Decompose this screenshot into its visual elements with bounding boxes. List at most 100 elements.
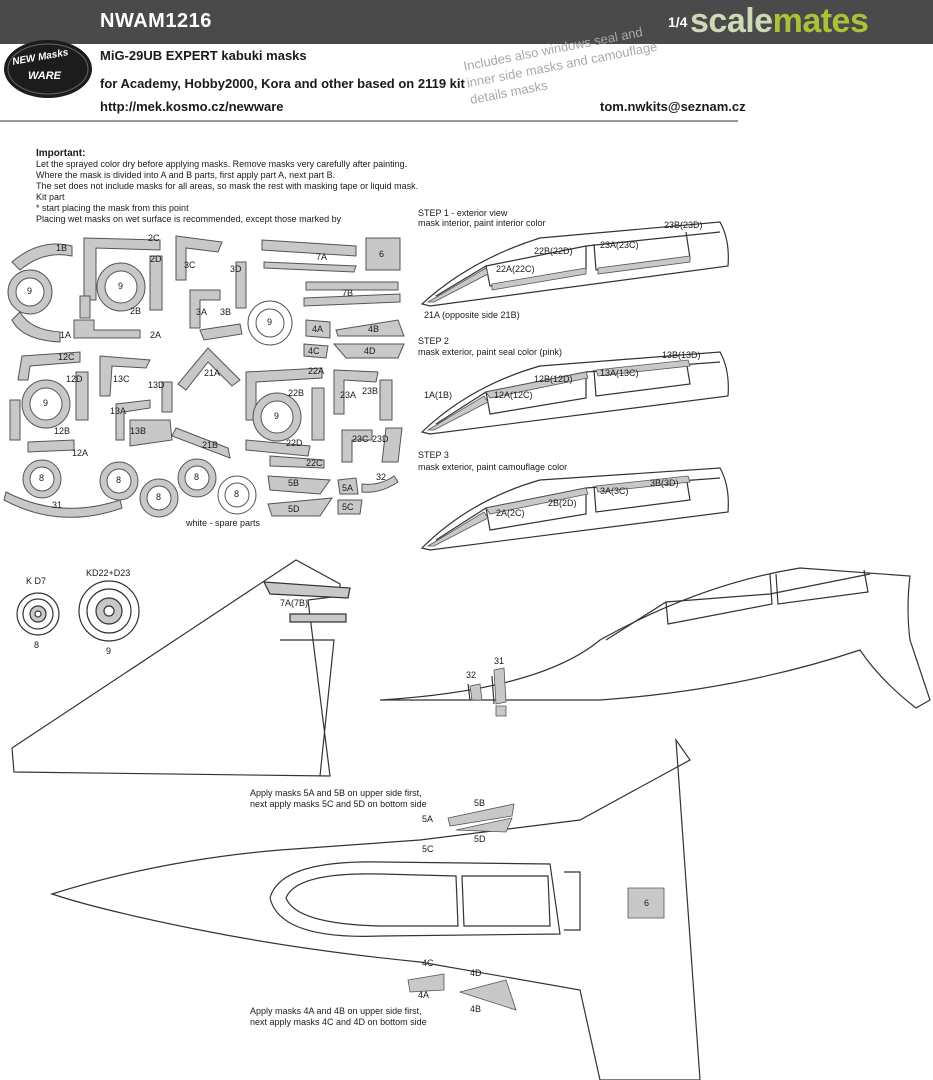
- planform-note-top-2: next apply masks 5C and 5D on bottom sid…: [250, 799, 427, 809]
- mask-21A: [177, 347, 241, 391]
- step3-2B: 2B(2D): [548, 498, 577, 508]
- label-4B: 4B: [368, 324, 380, 334]
- mask-22C: [269, 455, 325, 469]
- step1-footnote: 21A (opposite side 21B): [424, 310, 520, 320]
- label-2C: 2C: [148, 233, 160, 243]
- instructions-heading: Important:: [36, 148, 86, 159]
- label-5B: 5B: [288, 478, 300, 488]
- label-5C: 5C: [342, 502, 354, 512]
- mask-21B: [171, 427, 231, 459]
- step1-title: STEP 1 - exterior view: [418, 208, 508, 218]
- label-7B: 7B: [342, 288, 354, 298]
- mask-1B: [11, 243, 73, 271]
- step1-sub: mask interior, paint interior color: [418, 218, 546, 228]
- mask-23C: [341, 429, 373, 463]
- planform-5C: 5C: [422, 844, 434, 854]
- step2-title: STEP 2: [418, 336, 449, 346]
- label-13D: 13D: [148, 380, 165, 390]
- mask-7B: [305, 281, 399, 291]
- step1-22A: 22A(22C): [496, 264, 535, 274]
- planform-4D: 4D: [470, 968, 482, 978]
- kd22-label: KD22+D23: [86, 568, 131, 578]
- fin-label: 7A(7B): [280, 598, 309, 608]
- mask-5B: [267, 475, 331, 495]
- kd7-label: K D7: [26, 576, 47, 586]
- label-22A: 22A: [308, 366, 325, 376]
- mask-12D: [75, 371, 89, 421]
- label-23B: 23B: [362, 386, 379, 396]
- ring-9-label: 9: [43, 398, 49, 408]
- label-22C: 22C: [306, 458, 323, 468]
- ring-9-label: 9: [118, 281, 124, 291]
- step2-12B: 12B(12D): [534, 374, 573, 384]
- label-2B: 2B: [130, 306, 142, 316]
- step3-sub: mask exterior, paint camouflage color: [418, 462, 568, 472]
- label-2D: 2D: [150, 254, 162, 264]
- planform-4B: 4B: [470, 1004, 482, 1014]
- mask-31: [3, 491, 123, 518]
- mask-6: [365, 237, 401, 271]
- label-12C: 12C: [58, 352, 75, 362]
- mask-23D: [381, 427, 403, 463]
- brand-watermark: scalemates: [690, 2, 869, 40]
- ring-9-label: 9: [27, 286, 33, 296]
- label-21B: 21B: [202, 440, 219, 450]
- label-3C: 3C: [184, 260, 196, 270]
- website-link[interactable]: http://mek.kosmo.cz/newware: [100, 99, 284, 114]
- ring-8-label: 8: [156, 492, 162, 502]
- planform-note-bottom-2: next apply masks 4C and 4D on bottom sid…: [250, 1017, 427, 1027]
- wheel-8-label: 8: [34, 640, 40, 650]
- instruction-line: * start placing the mask from this point: [36, 203, 189, 213]
- ring-8-label: 8: [194, 472, 200, 482]
- label-13A: 13A: [110, 406, 127, 416]
- side-label-31: 31: [494, 656, 505, 666]
- mask-22B: [311, 387, 325, 441]
- mask-2B: [79, 295, 91, 319]
- label-12D: 12D: [66, 374, 83, 384]
- mask-32: [361, 475, 399, 493]
- mask-4C: [303, 343, 329, 359]
- step1-23B: 23B(23D): [664, 220, 703, 230]
- label-23A: 23A: [340, 390, 357, 400]
- label-3D: 3D: [230, 264, 242, 274]
- label-12A: 12A: [72, 448, 89, 458]
- compatibility-line: for Academy, Hobby2000, Kora and other b…: [100, 76, 465, 91]
- header-divider: [0, 120, 738, 122]
- mask-1A: [11, 311, 61, 343]
- step3-2A: 2A(2C): [496, 508, 525, 518]
- mask-13B: [129, 419, 173, 447]
- mask-5A: [337, 477, 359, 495]
- ring-8-label: 8: [234, 489, 240, 499]
- label-2A: 2A: [150, 330, 162, 340]
- product-title: MiG-29UB EXPERT kabuki masks: [100, 48, 307, 63]
- product-code: NWAM1216: [100, 10, 212, 32]
- label-6: 6: [379, 249, 385, 259]
- label-5A: 5A: [342, 483, 354, 493]
- instruction-line: Where the mask is divided into A and B p…: [36, 170, 336, 180]
- ring-8-label: 8: [39, 473, 45, 483]
- logo-bottom-text: WARE: [28, 70, 61, 82]
- step2-12A: 12A(12C): [494, 390, 533, 400]
- label-23D: 23D: [372, 434, 389, 444]
- step3-title: STEP 3: [418, 450, 449, 460]
- label-22B: 22B: [288, 388, 305, 398]
- step3-3B: 3B(3D): [650, 478, 679, 488]
- top-bar: NWAM1216 1/4 scalemates: [0, 0, 933, 44]
- mask-12C: [17, 351, 81, 381]
- label-13B: 13B: [130, 426, 147, 436]
- instruction-line: Let the sprayed color dry before applyin…: [36, 159, 408, 169]
- label-4C: 4C: [308, 346, 320, 356]
- mask-7A2: [263, 261, 357, 273]
- ring-8-label: 8: [116, 475, 122, 485]
- label-1B: 1B: [56, 243, 68, 253]
- instructions-block: Important: Let the sprayed color dry bef…: [36, 148, 476, 225]
- label-3B: 3B: [220, 307, 232, 317]
- mask-13D: [161, 381, 173, 413]
- email-link[interactable]: tom.nwkits@seznam.cz: [600, 99, 746, 114]
- mask-12A: [27, 439, 75, 453]
- label-4D: 4D: [364, 346, 376, 356]
- mask-3B: [199, 323, 243, 341]
- mask-3D: [235, 261, 247, 309]
- label-21A: 21A: [204, 368, 221, 378]
